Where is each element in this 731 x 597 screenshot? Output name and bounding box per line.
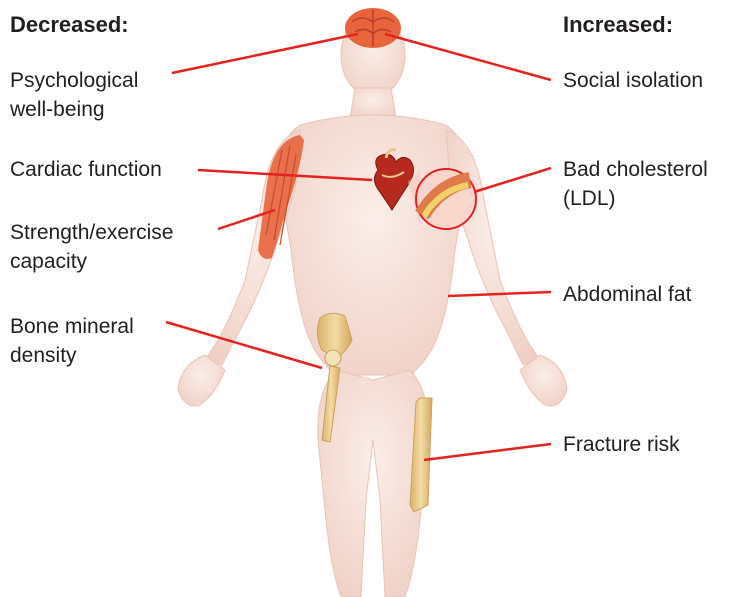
heading-increased: Increased: [563,12,673,38]
heading-decreased: Decreased: [10,12,129,38]
line-psychological [172,34,358,73]
label-social-isolation: Social isolation [563,66,703,95]
label-line: well-being [10,95,138,124]
label-psychological-wellbeing: Psychological well-being [10,66,138,124]
line-fracture [424,444,551,460]
line-ldl [474,168,551,192]
label-bone-mineral-density: Bone mineral density [10,312,134,370]
label-line: (LDL) [563,184,708,213]
label-line: density [10,341,134,370]
line-social [385,34,551,80]
label-bad-cholesterol: Bad cholesterol (LDL) [563,155,708,213]
brain-icon [345,8,401,48]
label-line: capacity [10,247,173,276]
label-line: Psychological [10,66,138,95]
label-fracture-risk: Fracture risk [563,430,680,459]
line-bone [166,322,322,368]
label-abdominal-fat: Abdominal fat [563,280,691,309]
label-cardiac-function: Cardiac function [10,155,162,184]
label-line: Bad cholesterol [563,155,708,184]
human-body [178,13,567,597]
label-line: Bone mineral [10,312,134,341]
label-strength-capacity: Strength/exercise capacity [10,218,173,276]
label-line: Strength/exercise [10,218,173,247]
